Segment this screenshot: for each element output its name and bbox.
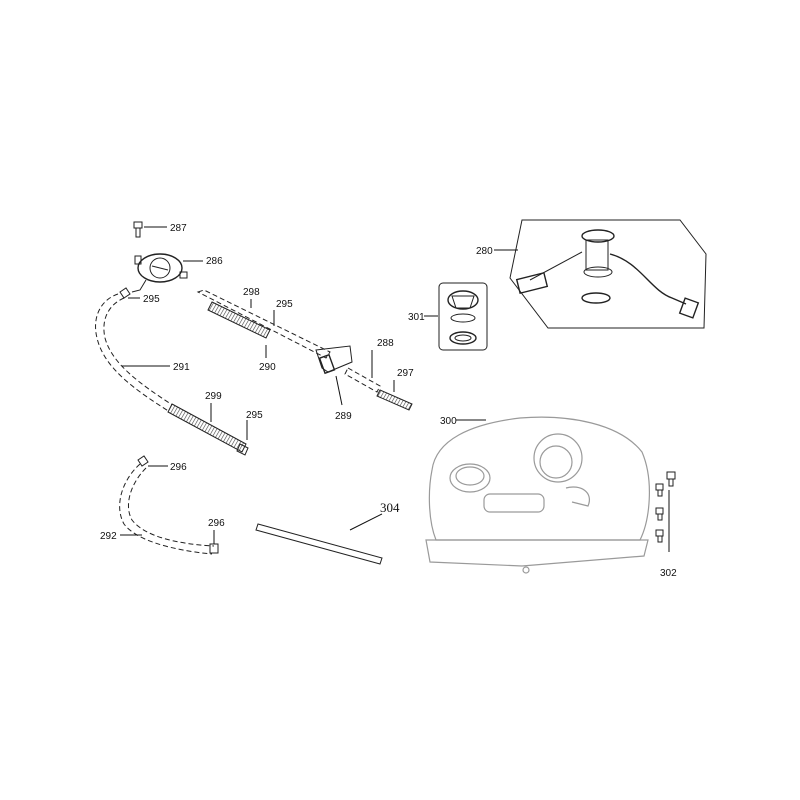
label-301: 301 [408, 312, 425, 323]
label-292: 292 [100, 531, 117, 542]
label-302: 302 [660, 568, 677, 579]
part-288-hose: 288 [344, 338, 394, 393]
label-288: 288 [377, 338, 394, 349]
part-304-strip: 304 [255, 500, 400, 565]
label-289: 289 [335, 411, 352, 422]
label-280: 280 [476, 246, 493, 257]
label-300: 300 [440, 416, 457, 427]
label-295-c: 295 [246, 410, 263, 421]
label-295-a: 295 [143, 294, 160, 305]
part-292-fuel-hose: 296 296 292 [100, 455, 225, 555]
part-298-hose-assembly: 298 295 290 [196, 287, 331, 373]
part-302-bolts: 302 [655, 471, 677, 579]
label-304: 304 [380, 500, 400, 515]
label-298: 298 [243, 287, 260, 298]
part-286-fuel-valve: 286 [131, 253, 223, 293]
part-291-fuel-hose: 295 291 [95, 287, 190, 413]
label-299: 299 [205, 391, 222, 402]
part-280-fuel-sender: 280 [476, 219, 707, 329]
label-296-a: 296 [170, 462, 187, 473]
part-297-hose-sleeve: 297 [376, 368, 414, 411]
label-287: 287 [170, 223, 187, 234]
part-299-hose-sleeve: 299 295 [167, 391, 263, 456]
label-286: 286 [206, 256, 223, 267]
label-295-b: 295 [276, 299, 293, 310]
label-291: 291 [173, 362, 190, 373]
label-290: 290 [259, 362, 276, 373]
part-289-fuel-filter: 289 [315, 345, 353, 422]
label-296-b: 296 [208, 518, 225, 529]
part-300-fuel-tank: 300 [425, 416, 650, 574]
part-301-fuel-cap: 301 [408, 282, 488, 351]
part-287-bolt: 287 [133, 221, 187, 238]
label-297: 297 [397, 368, 414, 379]
